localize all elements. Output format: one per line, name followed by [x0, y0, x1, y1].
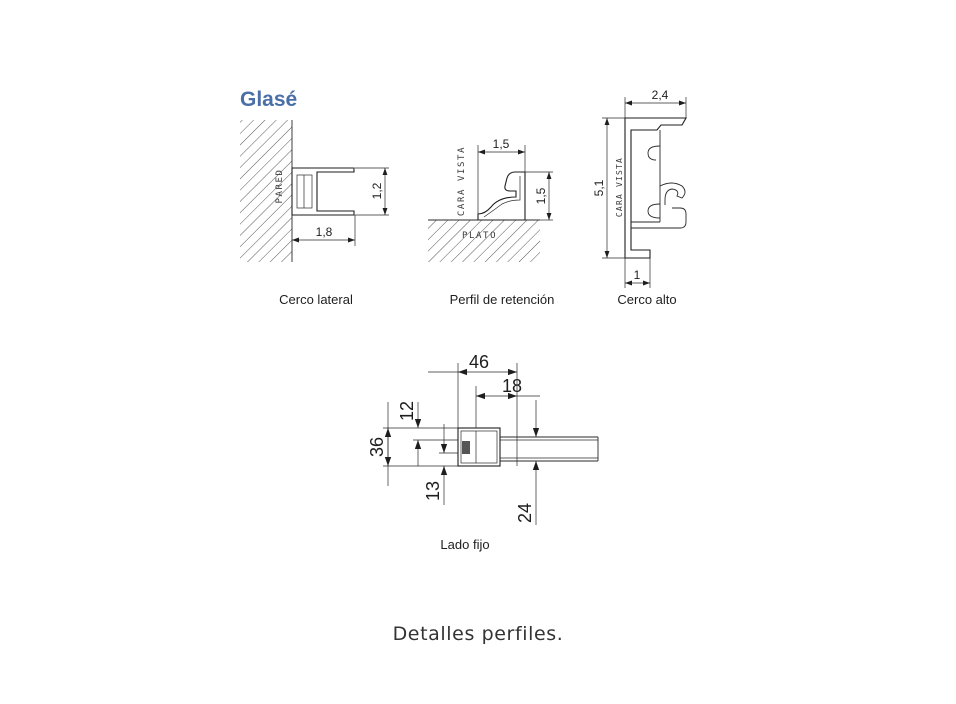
- cerco-alto-label: Cerco alto: [617, 292, 676, 307]
- cerco-alto-drawing: CARA VISTA 2,4 5,1 1 Cerco alto: [592, 88, 687, 307]
- profile-lower-bump: [647, 203, 661, 219]
- dimension-foot-value: 1: [634, 268, 641, 282]
- profile-gasket: [462, 441, 470, 454]
- floor-text: PLATO: [462, 231, 497, 241]
- retention-profile: [477, 171, 526, 221]
- face-text: CARA VISTA: [457, 146, 467, 216]
- dimension-bottom-value: 13: [423, 481, 443, 501]
- dimension-top-value: 12: [397, 401, 417, 421]
- dimension-inner-width-value: 18: [502, 376, 522, 396]
- dimension-width-value: 2,4: [652, 88, 669, 102]
- dimension-glass-value: 24: [515, 503, 535, 523]
- brand-title: Glasé: [240, 88, 297, 111]
- profile-side-hook: [659, 182, 686, 205]
- cerco-lateral-label: Cerco lateral: [279, 292, 353, 307]
- wall-hatch: [240, 120, 292, 262]
- lado-fijo-drawing: 46 18 36 12 13 24 Lado fijo: [367, 352, 599, 552]
- perfil-retencion-drawing: PLATO CARA VISTA 1,5 1,5 Perfil de reten…: [428, 137, 554, 307]
- cerco-alto-profile: [624, 117, 687, 259]
- dimension-height-value: 1,2: [370, 182, 384, 199]
- cerco-lateral-profile: [291, 167, 355, 216]
- cerco-lateral-drawing: PARED 1,2 1,8 Cerco lateral: [240, 120, 389, 307]
- lado-fijo-label: Lado fijo: [440, 537, 489, 552]
- dimension-total-width-value: 46: [469, 352, 489, 372]
- dimension-height-value: 36: [367, 437, 387, 457]
- dimension-width-value: 1,8: [316, 225, 333, 239]
- floor-hatch: [428, 220, 540, 262]
- dimension-width-value: 1,5: [493, 137, 510, 151]
- dimension-height-value: 1,5: [534, 187, 548, 204]
- wall-text: PARED: [275, 168, 285, 203]
- perfil-retencion-label: Perfil de retención: [450, 292, 555, 307]
- face-text: CARA VISTA: [615, 157, 624, 217]
- profile-inner: [460, 430, 498, 464]
- retention-profile-inner: [483, 176, 521, 218]
- profile-upper-hook: [647, 145, 661, 161]
- dimension-height-value: 5,1: [592, 179, 606, 196]
- profile-inner-channel: [296, 174, 313, 209]
- page-caption: Detalles perfiles.: [393, 623, 564, 645]
- profile-base: [631, 207, 687, 229]
